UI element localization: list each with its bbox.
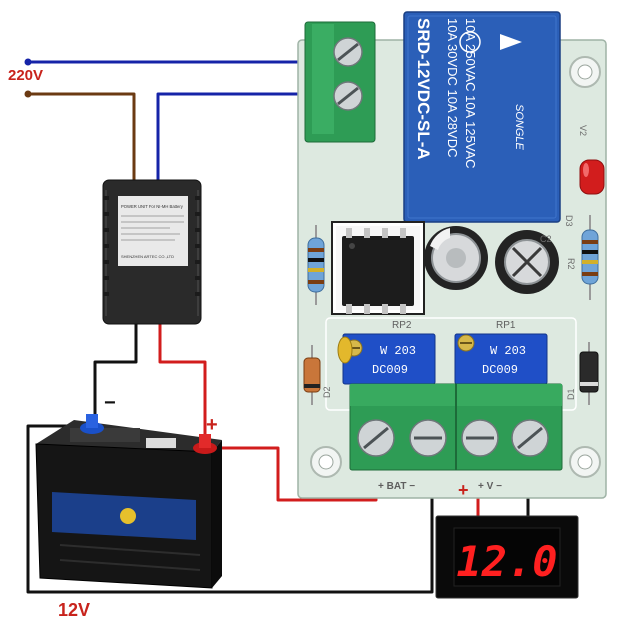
relay-cert-icon: [459, 31, 481, 53]
relay-blue-wire: [156, 92, 322, 184]
capacitor-c2: C2: [495, 230, 559, 294]
bat-terminal-label: + BAT −: [378, 481, 415, 492]
capacitor-c1: [424, 226, 488, 290]
mounting-holes: [310, 56, 601, 478]
ceramic-capacitor: [337, 336, 353, 364]
adapter-maker: SHENZHEN ARTEC CO.,LTD: [121, 254, 174, 259]
battery-negative-wire: [26, 424, 434, 594]
potentiometer-rp2: RP2 W 203 DC009: [342, 320, 436, 385]
potentiometer-rp1: RP1 W 203 DC009: [454, 320, 548, 385]
v2-label: V2: [578, 125, 588, 136]
battery: [35, 414, 222, 589]
rp2-code: W 203: [380, 344, 416, 358]
rp2-model: DC009: [372, 363, 408, 377]
rp1-label: RP1: [496, 320, 516, 331]
resistor-r1: [307, 225, 325, 305]
adapter-black-wire: [93, 320, 138, 422]
mains-blue-wire-end: [24, 58, 32, 66]
diode-d2: D2: [303, 345, 332, 405]
ic-chip: [331, 221, 425, 315]
battery-logo-icon: [120, 508, 136, 524]
battery-blue-label: [52, 492, 196, 540]
relay-brand: SONGLE: [513, 104, 525, 151]
relay-rating-dc: 10A 30VDC 10A 28VDC: [445, 18, 460, 157]
charger-board: SRD-12VDC-SL-A 10A 30VDC 10A 28VDC 10A 2…: [297, 11, 607, 499]
r2-label: R2: [566, 258, 576, 270]
mains-brown-wire-end: [24, 90, 32, 98]
relay-rating-ac: 10A 250VAC 10A 125VAC: [463, 18, 478, 169]
battery-voltage-label: 12V: [58, 600, 91, 620]
positive-terminal: [193, 434, 217, 454]
adapter-label-plate: [118, 196, 188, 266]
rp1-code: W 203: [490, 344, 526, 358]
d2-label: D2: [322, 386, 332, 398]
adapter-red-wire: [158, 320, 207, 440]
rp2-label: RP2: [392, 320, 412, 331]
v-terminal-label: + V −: [478, 481, 502, 492]
rp1-model: DC009: [482, 363, 518, 377]
mains-terminal-block: [304, 21, 376, 143]
d1-label: D1: [566, 388, 576, 400]
meter-positive-sign: +: [458, 480, 469, 500]
c2-label: C2: [540, 234, 552, 244]
battery-positive-sign: +: [206, 414, 218, 436]
mains-voltage-label: 220V: [8, 67, 44, 84]
relay-logo-icon: [500, 34, 522, 50]
wires: [24, 58, 530, 594]
voltmeter: 12.0: [435, 515, 579, 599]
resistor-r2: R2: [566, 215, 599, 300]
relay: SRD-12VDC-SL-A 10A 30VDC 10A 28VDC 10A 2…: [403, 11, 561, 223]
mains-brown-wire: [26, 92, 136, 184]
led-d3: D3: [564, 159, 605, 227]
led-label: D3: [564, 215, 574, 227]
power-adapter: POWER UNIT For NI-MH Battery SHENZHEN AR…: [102, 179, 202, 325]
voltmeter-reading: 12.0: [456, 537, 557, 586]
negative-terminal: [80, 414, 104, 434]
battery-negative-sign: −: [104, 392, 116, 414]
relay-model: SRD-12VDC-SL-A: [414, 18, 433, 160]
adapter-title: POWER UNIT For NI-MH Battery: [121, 204, 184, 209]
output-terminal-block: [349, 383, 563, 471]
